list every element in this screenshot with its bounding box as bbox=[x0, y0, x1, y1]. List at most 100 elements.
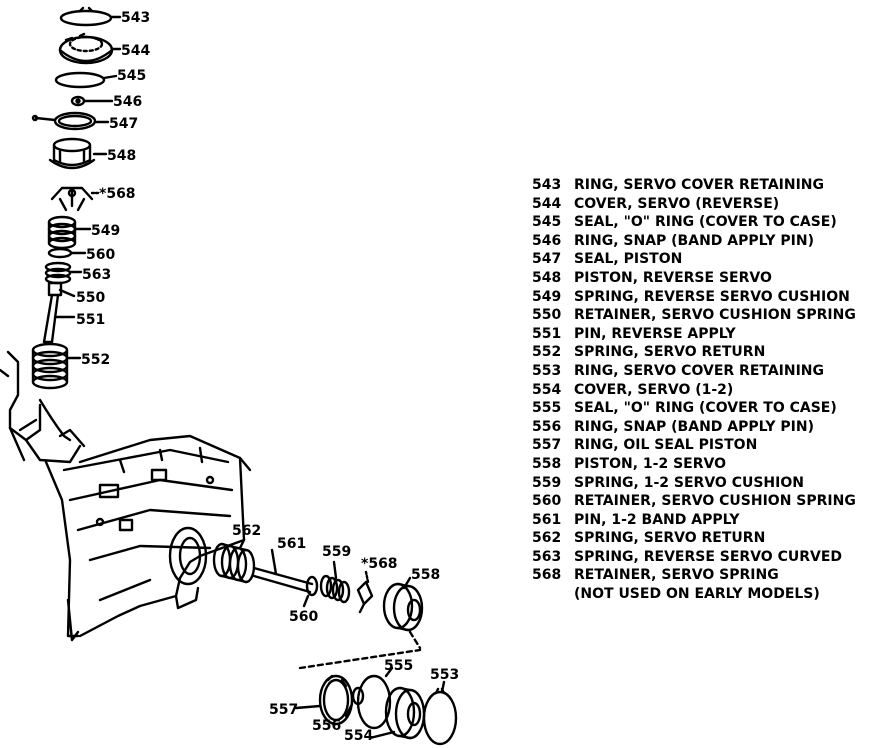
part-559-servo-cushion-spring bbox=[319, 574, 351, 604]
leader-559 bbox=[332, 560, 338, 580]
legend-part-description: RETAINER, SERVO CUSHION SPRING bbox=[574, 493, 856, 510]
callout-559: 559 bbox=[322, 544, 351, 560]
part-563-curved-spring bbox=[44, 261, 72, 285]
legend-part-description: RING, SNAP (BAND APPLY PIN) bbox=[574, 232, 814, 249]
legend-part-number: 563 bbox=[532, 548, 562, 565]
part-552-servo-return-spring bbox=[31, 342, 69, 390]
leader-557 bbox=[294, 704, 322, 710]
callout-553: 553 bbox=[430, 667, 459, 683]
callout-551: 551 bbox=[76, 312, 105, 328]
legend-part-description: RING, SNAP (BAND APPLY PIN) bbox=[574, 418, 814, 435]
legend-part-description: RING, SERVO COVER RETAINING bbox=[574, 177, 825, 193]
legend-part-number: 553 bbox=[532, 362, 562, 379]
part-545-o-ring-seal bbox=[54, 71, 106, 89]
leader-554 bbox=[368, 730, 396, 740]
leader-553 bbox=[440, 680, 446, 694]
callout-554: 554 bbox=[344, 728, 373, 744]
callout-547: 547 bbox=[109, 116, 138, 132]
part-549-reverse-servo-cushion-spring bbox=[47, 215, 77, 250]
transmission-case bbox=[0, 350, 252, 642]
legend-part-number: 562 bbox=[532, 530, 562, 547]
part-557-oil-seal-piston-ring bbox=[318, 674, 354, 726]
leader-550 bbox=[58, 288, 76, 298]
callout-548: 548 bbox=[107, 148, 136, 164]
legend-part-description: PIN, 1-2 BAND APPLY bbox=[574, 511, 740, 528]
legend-part-description: SPRING, 1-2 SERVO CUSHION bbox=[574, 474, 804, 491]
callout-568-lower: *568 bbox=[361, 556, 398, 572]
legend-part-number: 548 bbox=[532, 269, 562, 286]
callout-546: 546 bbox=[113, 94, 142, 110]
legend-row: 547 SEAL, PISTON bbox=[532, 250, 892, 269]
legend-part-description: PISTON, REVERSE SERVO bbox=[574, 269, 772, 286]
part-554-servo-cover-lower bbox=[384, 686, 426, 740]
callout-558: 558 bbox=[411, 567, 440, 583]
part-546-snap-ring bbox=[70, 95, 86, 107]
legend-row: 568 RETAINER, SERVO SPRING bbox=[532, 566, 892, 585]
legend-part-number: 568 bbox=[532, 567, 562, 584]
part-544-reverse-servo-cover bbox=[58, 32, 114, 65]
legend-row: 551 PIN, REVERSE APPLY bbox=[532, 325, 892, 344]
callout-550: 550 bbox=[76, 290, 105, 306]
legend-part-description: COVER, SERVO (1-2) bbox=[574, 381, 734, 398]
legend-part-description: PIN, REVERSE APPLY bbox=[574, 325, 736, 342]
callout-560-lower: 560 bbox=[289, 609, 318, 625]
legend-part-description: PISTON, 1-2 SERVO bbox=[574, 455, 726, 472]
callout-563: 563 bbox=[82, 267, 111, 283]
callout-543: 543 bbox=[121, 10, 150, 26]
legend-part-number: 549 bbox=[532, 288, 562, 305]
legend-row: 559 SPRING, 1-2 SERVO CUSHION bbox=[532, 474, 892, 493]
part-560-cushion-spring-retainer-lower bbox=[305, 575, 319, 597]
part-547-piston-seal bbox=[31, 111, 97, 131]
legend-part-description: SEAL, PISTON bbox=[574, 251, 683, 268]
legend-part-number: 559 bbox=[532, 474, 562, 491]
legend-row: 554 COVER, SERVO (1-2) bbox=[532, 381, 892, 400]
part-562-servo-return-spring bbox=[212, 542, 256, 584]
callout-544: 544 bbox=[121, 43, 150, 59]
callout-562: 562 bbox=[232, 523, 261, 539]
legend-part-number: 551 bbox=[532, 325, 562, 342]
leader-556 bbox=[344, 702, 354, 718]
legend-part-number: 544 bbox=[532, 195, 562, 212]
leader-562 bbox=[238, 538, 246, 550]
legend-part-description: RING, SERVO COVER RETAINING bbox=[574, 362, 825, 379]
part-560-cushion-spring-retainer-upper bbox=[47, 247, 73, 259]
part-548-reverse-servo-piston bbox=[48, 137, 96, 170]
leader-545 bbox=[102, 74, 118, 80]
legend-part-description: SPRING, REVERSE SERVO CURVED bbox=[574, 548, 843, 565]
legend-part-description: RETAINER, SERVO SPRING bbox=[574, 567, 779, 584]
legend-part-number: 555 bbox=[532, 400, 562, 417]
legend-row: 553 RING, SERVO COVER RETAINING bbox=[532, 362, 892, 381]
part-568-servo-spring-retainer-lower bbox=[356, 580, 374, 614]
callout-545: 545 bbox=[117, 68, 146, 84]
legend-part-description: RING, OIL SEAL PISTON bbox=[574, 437, 758, 454]
leader-558 bbox=[402, 576, 412, 590]
leader-568-lower bbox=[364, 570, 370, 584]
callout-561: 561 bbox=[277, 536, 306, 552]
legend-part-number: 550 bbox=[532, 307, 562, 324]
legend-part-number: 554 bbox=[532, 381, 562, 398]
legend-row: 548 PISTON, REVERSE SERVO bbox=[532, 269, 892, 288]
part-553-retaining-ring-lower bbox=[422, 687, 458, 746]
legend-part-description: SEAL, "O" RING (COVER TO CASE) bbox=[574, 400, 837, 417]
legend-part-number: 545 bbox=[532, 214, 562, 231]
callout-552: 552 bbox=[81, 352, 110, 368]
callout-560-upper: 560 bbox=[86, 247, 115, 263]
legend-row: 562 SPRING, SERVO RETURN bbox=[532, 529, 892, 548]
legend-part-number: 547 bbox=[532, 251, 562, 268]
legend-row: 555 SEAL, "O" RING (COVER TO CASE) bbox=[532, 399, 892, 418]
legend-part-number: 561 bbox=[532, 511, 562, 528]
legend-part-description: SPRING, SERVO RETURN bbox=[574, 530, 766, 547]
legend-row: 563 SPRING, REVERSE SERVO CURVED bbox=[532, 548, 892, 567]
callout-labels: 543 544 545 546 547 548 *568 549 560 563… bbox=[76, 10, 459, 744]
part-543-retaining-ring bbox=[59, 6, 113, 27]
part-561-band-apply-pin bbox=[252, 548, 314, 594]
